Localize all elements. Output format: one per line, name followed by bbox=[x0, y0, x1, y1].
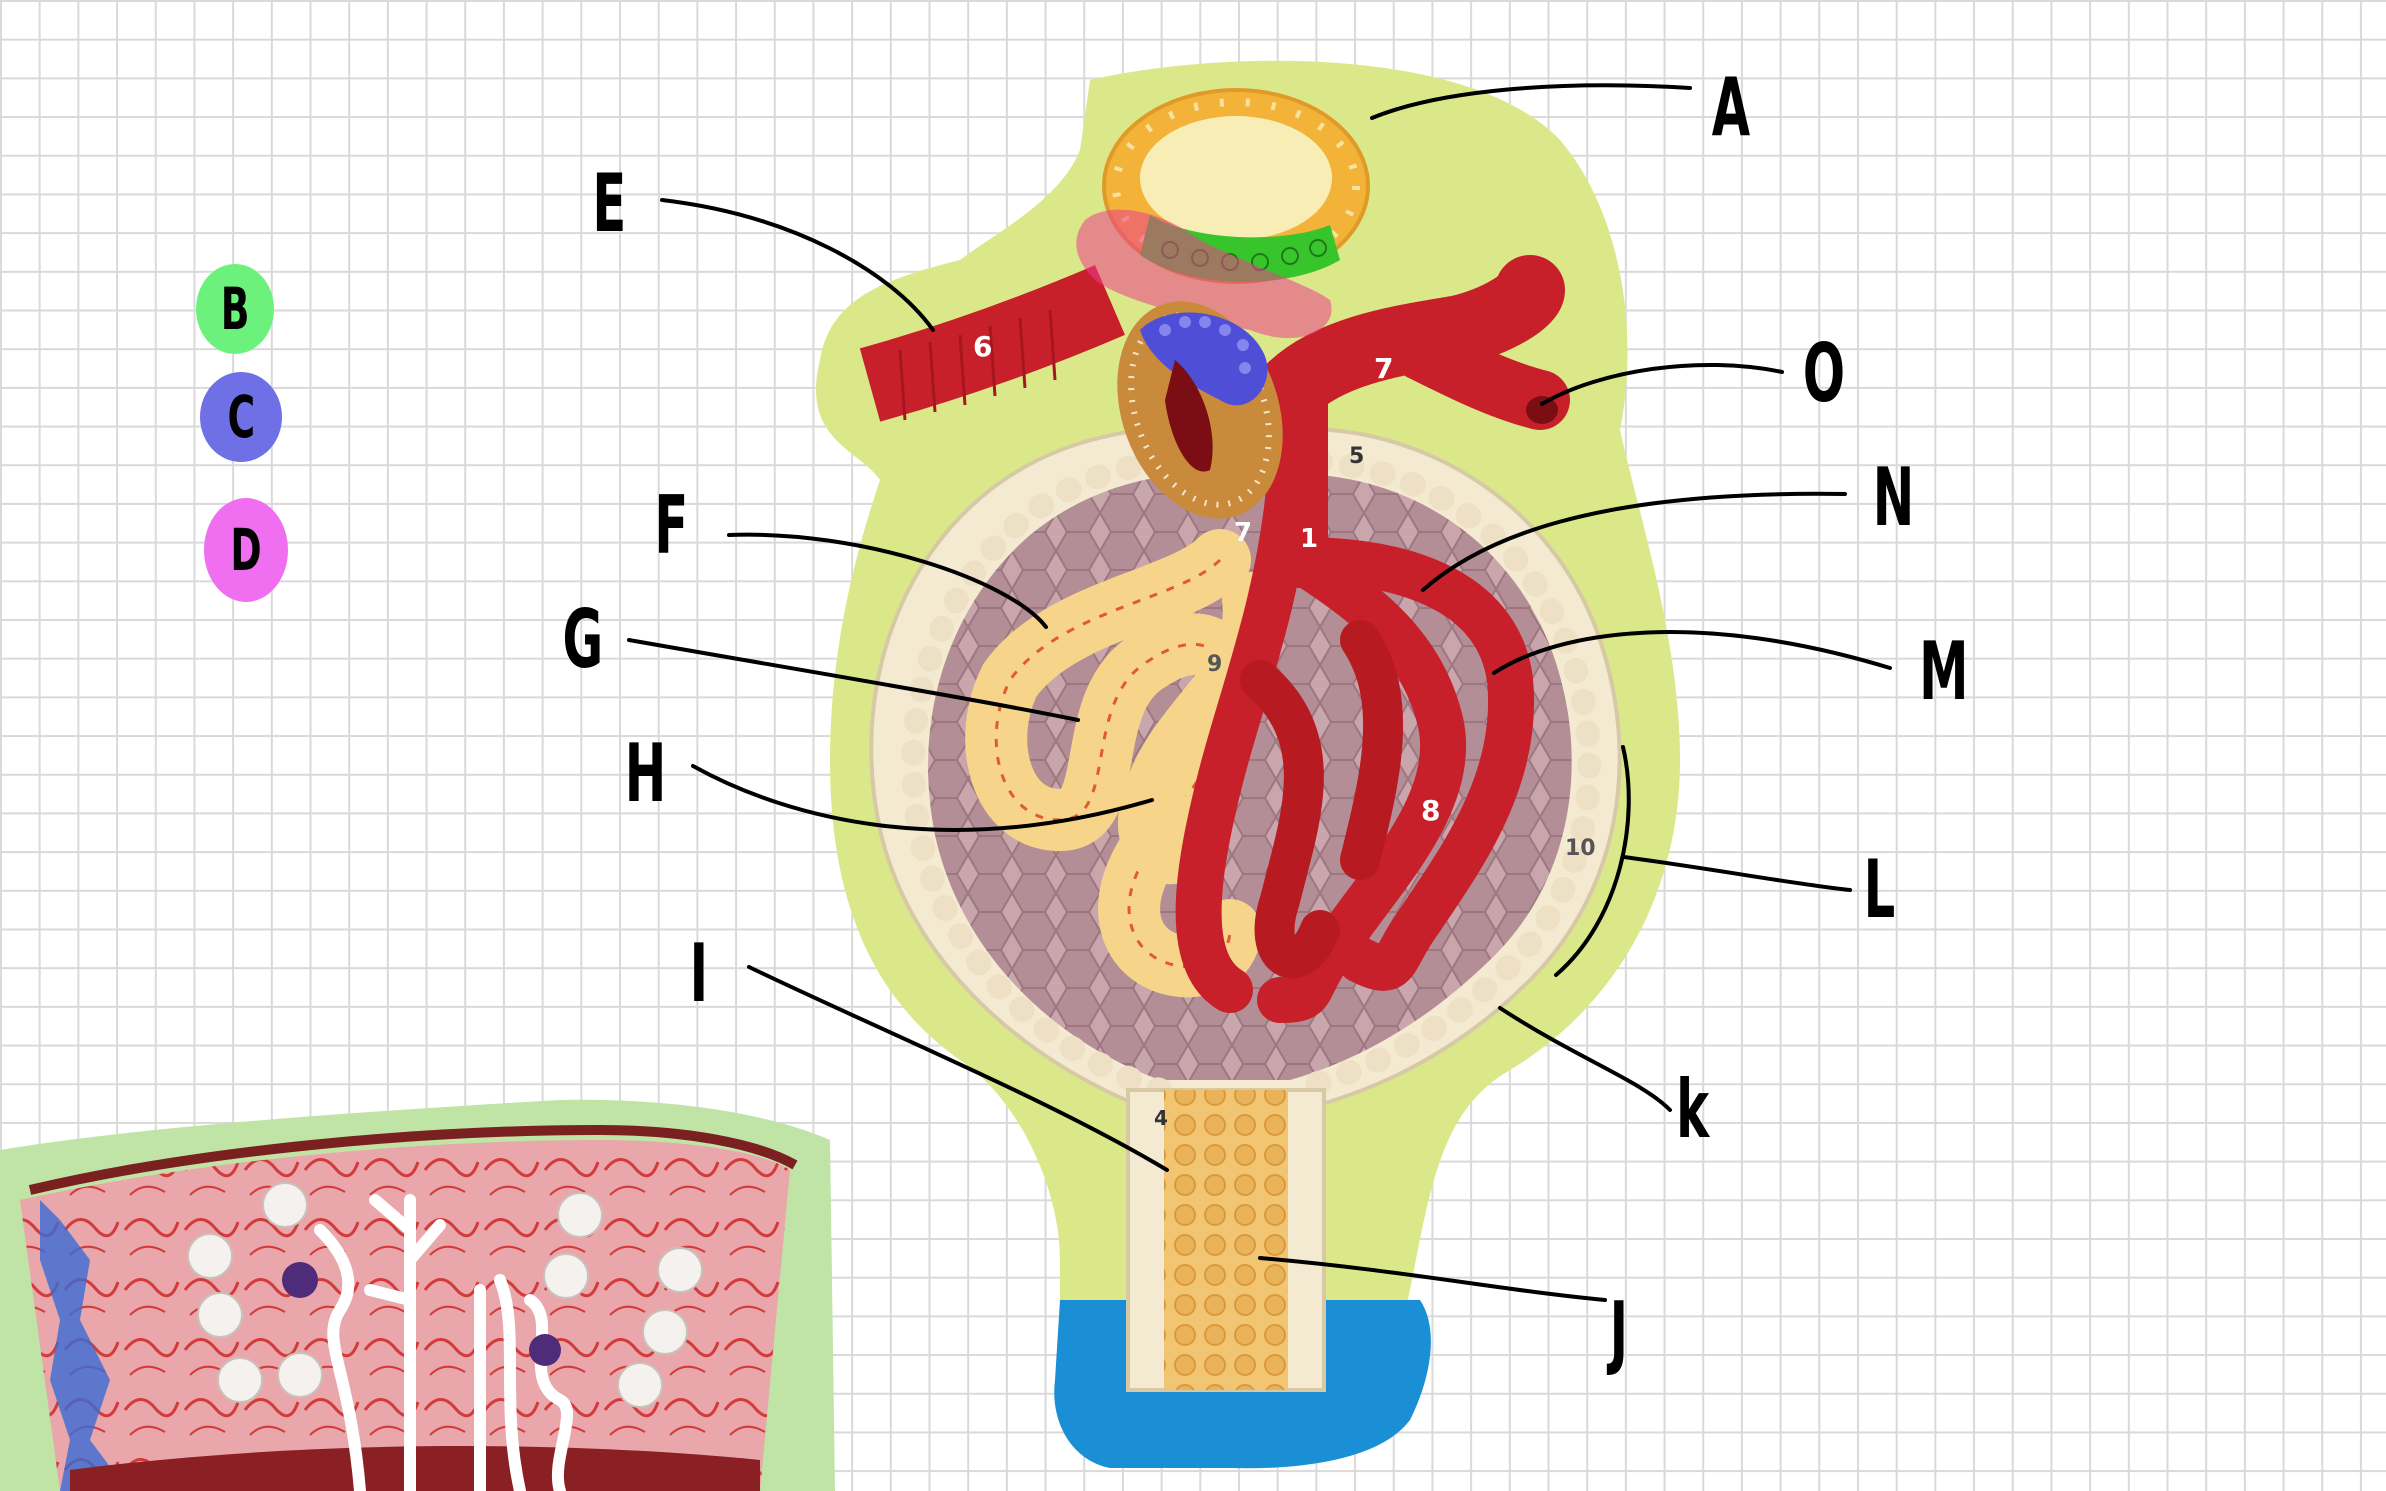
label-M: M bbox=[1919, 625, 1969, 718]
key-c-blue: C bbox=[200, 372, 282, 462]
leader-K bbox=[1498, 1006, 1672, 1112]
key-b-green: B bbox=[196, 264, 274, 354]
leader-J bbox=[1258, 1256, 1607, 1302]
leader-L bbox=[1622, 855, 1852, 892]
model-number-4: 4 bbox=[1154, 1106, 1168, 1130]
leader-F bbox=[727, 532, 1048, 629]
label-J: J bbox=[1609, 1285, 1629, 1378]
leader-L-bracket bbox=[1554, 745, 1631, 977]
label-O: O bbox=[1802, 327, 1846, 420]
label-G: G bbox=[562, 593, 604, 686]
label-L: L bbox=[1863, 843, 1896, 936]
model-number-1: 1 bbox=[1300, 524, 1319, 554]
model-number-10: 10 bbox=[1565, 836, 1596, 861]
key-d-pink: D bbox=[204, 498, 288, 602]
kidney-cortex-inset bbox=[0, 1099, 835, 1491]
model-number-5: 5 bbox=[1349, 444, 1365, 469]
leader-O bbox=[1540, 363, 1784, 406]
leader-lines bbox=[627, 83, 1892, 1302]
label-N: N bbox=[1872, 451, 1915, 544]
juxtaglomerular-cells bbox=[1140, 312, 1268, 406]
glomerulus-capillaries bbox=[1175, 457, 1535, 1023]
label-I: I bbox=[689, 927, 709, 1020]
leader-G bbox=[627, 638, 1080, 722]
label-K: k bbox=[1676, 1063, 1710, 1156]
parietal-layer bbox=[901, 445, 1602, 1102]
proximal-tubule-lumen bbox=[1164, 1090, 1288, 1390]
leader-I bbox=[747, 965, 1169, 1172]
leader-A bbox=[1370, 83, 1692, 120]
leader-N bbox=[1421, 491, 1847, 592]
leader-E bbox=[660, 198, 935, 332]
label-A: A bbox=[1711, 61, 1751, 154]
model-number-9: 9 bbox=[1207, 652, 1223, 677]
pink-highlight-region bbox=[1076, 209, 1332, 339]
leader-H bbox=[691, 764, 1154, 832]
distal-tubule-lumen bbox=[1140, 116, 1332, 240]
efferent-lumen bbox=[1526, 396, 1558, 424]
label-F: F bbox=[654, 479, 689, 572]
model-number-7b: 7 bbox=[1234, 518, 1253, 548]
leader-M bbox=[1492, 630, 1892, 675]
model-number-8: 8 bbox=[1421, 794, 1441, 827]
model-number-7a: 7 bbox=[1374, 352, 1394, 385]
label-H: H bbox=[624, 727, 667, 820]
model-number-6: 6 bbox=[973, 330, 993, 363]
label-E: E bbox=[592, 157, 627, 250]
